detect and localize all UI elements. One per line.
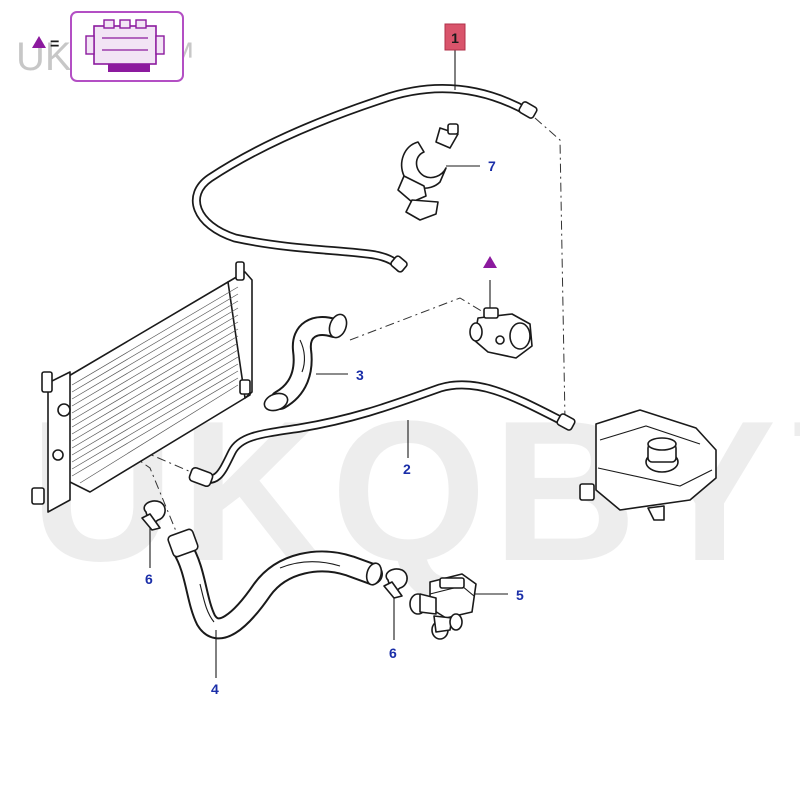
callout-1-label: 1 [451, 30, 459, 46]
hose-clamp-a [141, 500, 166, 531]
radiator [31, 261, 253, 513]
callout-5-label: 5 [516, 587, 524, 603]
hose-1 [191, 84, 538, 273]
engine-icon [85, 19, 165, 72]
hose-clip [397, 123, 459, 221]
callout-2-label: 2 [403, 461, 411, 477]
callout-1-highlight [444, 23, 466, 51]
callout-1: 1 [444, 23, 466, 51]
hose-2 [188, 380, 576, 488]
leader-lines [149, 50, 508, 678]
hose-4 [167, 528, 383, 640]
hose-clamp-b [383, 568, 408, 599]
expansion-tank [579, 409, 717, 521]
callout-6a-label: 6 [145, 571, 153, 587]
radiator-fins [71, 286, 239, 484]
control-valve [409, 573, 477, 640]
callout-6b-label: 6 [389, 645, 397, 661]
legend-equals: = [50, 36, 59, 53]
legend: = [32, 11, 184, 82]
callout-7-label: 7 [488, 158, 496, 174]
valve-sensor [469, 256, 533, 359]
callout-4-label: 4 [211, 681, 219, 697]
callout-3-label: 3 [356, 367, 364, 383]
marker-triangle-icon [483, 256, 497, 268]
legend-triangle-icon [32, 36, 46, 48]
hose-3 [263, 313, 348, 412]
